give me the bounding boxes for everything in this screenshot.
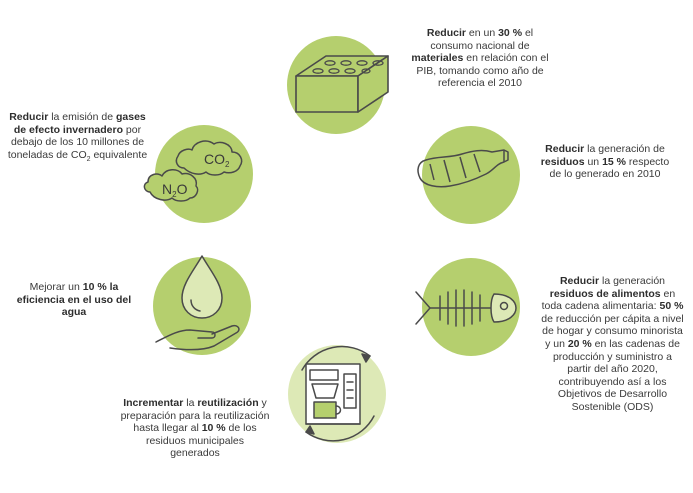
ghg-text-segment: Reducir [9,111,49,123]
plastic-bottle-icon [417,149,509,188]
waste-text-segment: Reducir [545,143,585,155]
ghg-text-segment: por debajo de los 10 millones de tonelad… [7,123,145,161]
ghg-goal-text: Reducir la emisión de gases de efecto in… [5,111,150,166]
food-text-segment: la generación [599,275,666,287]
reuse-text-segment: reutilización [197,397,259,409]
reuse-goal-text: Incrementar la reutilización y preparaci… [120,397,270,460]
ghg-text-segment: equivalente [90,148,148,161]
materials-text-segment: el consumo nacional de [430,27,534,52]
reuse-text-segment: de los residuos municipales generados [145,422,257,460]
food-text-segment: 50 % [659,300,684,313]
waste-text-segment: 15 % [602,155,626,168]
n2o-label: N2O [162,181,188,199]
reuse-text-segment: la [183,397,198,409]
food-text-segment: de reducción per cápita a nivel de hogar… [541,312,684,350]
reuse-text-segment: y preparación para la reutilización hast… [120,397,270,435]
waste-goal-text: Reducir la generación de residuos un 15 … [535,143,675,181]
materials-text-segment: Reducir [426,27,466,39]
food-waste-goal-text: Reducir la generación residuos de alimen… [540,275,685,414]
co2-cloud-icon: CO2 N2O [143,140,243,202]
food-text-segment: 20 % [567,337,592,350]
ghg-text-segment: la emisión de [48,111,116,123]
fish-bone-icon [415,289,517,327]
water-drop-hand-icon [155,255,240,351]
ghg-text-segment: 2 [86,155,91,163]
materials-text-segment: 30 % [498,27,523,39]
brick-icon [295,55,389,113]
reuse-text-segment: 10 % [201,422,226,435]
food-text-segment: Reducir [559,275,600,287]
waste-text-segment: un [584,155,603,168]
water-text-segment: Mejorar un [29,281,83,293]
food-text-segment: en las cadenas de producción y suministr… [552,337,680,413]
food-text-segment: en toda cadena alimentaria: [541,287,676,313]
waste-text-segment: la generación de [584,143,665,155]
waste-text-segment: respecto de lo generado en 2010 [549,155,670,181]
water-text-segment: 10 % la eficiencia en el uso del agua [16,281,132,319]
co2-label: CO2 [204,151,230,169]
waste-circle [422,126,520,224]
water-goal-text: Mejorar un 10 % la eficiencia en el uso … [15,281,133,319]
waste-text-segment: residuos [540,155,585,168]
food-text-segment: residuos de alimentos [549,287,661,300]
coffee-maker-reuse-icon [301,345,375,442]
materials-text-segment: materiales [411,52,464,65]
materials-text-segment: en un [465,27,499,39]
reuse-text-segment: Incrementar [123,397,184,409]
ghg-text-segment: gases de efecto invernadero [13,111,146,136]
materials-goal-text: Reducir en un 30 % el consumo nacional d… [405,27,555,90]
materials-text-segment: en relación con el PIB, tomando como año… [416,52,549,90]
